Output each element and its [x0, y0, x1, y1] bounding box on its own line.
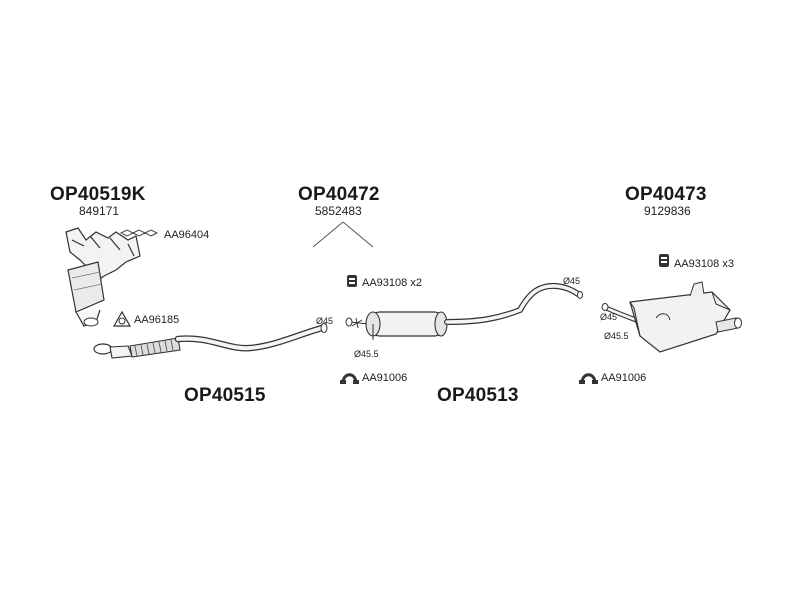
middle-silencer[interactable]	[345, 282, 583, 340]
hanger-icon-rear[interactable]	[579, 373, 598, 384]
oem-number-catalyst: 849171	[79, 204, 120, 218]
hanger-icon[interactable]	[340, 373, 359, 384]
part-number-rear-silencer[interactable]: OP40473	[625, 184, 707, 205]
dimension-rear-inlet: Ø45.5	[604, 331, 629, 341]
accessory-clamp-mid[interactable]: AA93108 x2	[362, 277, 422, 289]
front-pipe[interactable]	[93, 323, 328, 359]
oem-number-middle-set: 5852483	[315, 204, 362, 218]
manifold-catalyst[interactable]	[65, 227, 141, 327]
dimension-front-pipe: Ø45	[316, 316, 334, 326]
gasket-chain-icon[interactable]	[119, 229, 159, 237]
dimension-rear-outlet: Ø45	[600, 312, 618, 322]
accessory-hanger-mid[interactable]: AA91006	[362, 372, 408, 384]
bracket-lines	[312, 221, 374, 248]
ring-gasket-icon[interactable]	[112, 310, 132, 327]
clamp-icon-rear[interactable]	[659, 254, 669, 267]
oem-number-rear-silencer: 9129836	[644, 204, 691, 218]
part-number-front-pipe[interactable]: OP40515	[184, 385, 266, 406]
accessory-gasket-ring[interactable]: AA96185	[134, 314, 180, 326]
part-number-middle-set[interactable]: OP40472	[298, 184, 380, 205]
rear-silencer[interactable]	[601, 281, 742, 353]
part-number-catalyst[interactable]: OP40519K	[50, 184, 146, 205]
part-number-middle-silencer[interactable]: OP40513	[437, 385, 519, 406]
accessory-clamp-rear[interactable]: AA93108 x3	[674, 258, 734, 270]
clamp-icon[interactable]	[347, 275, 357, 287]
accessory-gasket-front[interactable]: AA96404	[164, 229, 210, 241]
dimension-middle-outlet: Ø45	[563, 276, 581, 286]
accessory-hanger-rear[interactable]: AA91006	[601, 372, 647, 384]
dimension-middle-inlet: Ø45.5	[354, 349, 379, 359]
